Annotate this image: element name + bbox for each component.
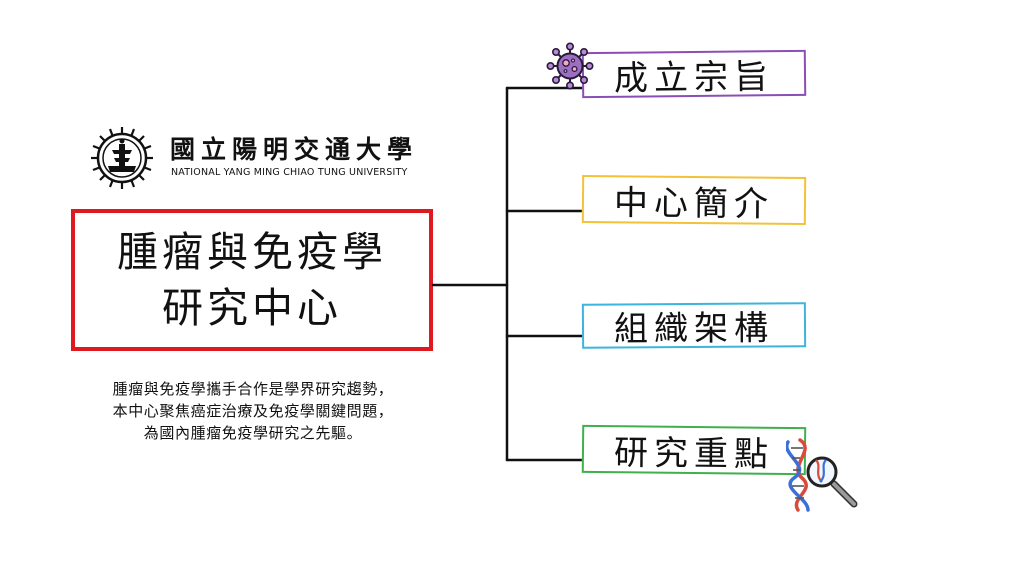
center-title-line-2: 研究中心 [162, 284, 342, 332]
university-name-en: NATIONAL YANG MING CHIAO TUNG UNIVERSITY [171, 167, 408, 178]
university-seal-icon [91, 127, 153, 189]
university-logo: 國立陽明交通大學 NATIONAL YANG MING CHIAO TUNG U… [90, 126, 430, 190]
center-title-box: 腫瘤與免疫學 研究中心 [71, 209, 433, 351]
branch-purpose-label: 成立宗旨 [613, 56, 775, 99]
branch-introduction[interactable]: 中心簡介 [581, 175, 807, 225]
branch-organization[interactable]: 組織架構 [581, 302, 807, 350]
virus-icon [546, 42, 594, 90]
description-line-3: 為國內腫瘤免疫學研究之先驅。 [143, 424, 363, 442]
description-line-2: 本中心聚焦癌症治療及免疫學關鍵問題， [112, 402, 394, 420]
center-description: 腫瘤與免疫學攜手合作是學界研究趨勢， 本中心聚焦癌症治療及免疫學關鍵問題， 為國… [58, 378, 448, 444]
branch-organization-label: 組織架構 [613, 308, 775, 350]
center-title-line-1: 腫瘤與免疫學 [117, 228, 387, 276]
branch-introduction-label: 中心簡介 [613, 182, 775, 225]
branch-purpose[interactable]: 成立宗旨 [581, 49, 807, 99]
branch-research-focus-label: 研究重點 [613, 432, 775, 475]
dna-magnifier-icon [786, 438, 858, 512]
description-line-1: 腫瘤與免疫學攜手合作是學界研究趨勢， [112, 380, 394, 398]
university-name-zh: 國立陽明交通大學 [170, 135, 419, 164]
branch-research-focus[interactable]: 研究重點 [581, 424, 807, 476]
